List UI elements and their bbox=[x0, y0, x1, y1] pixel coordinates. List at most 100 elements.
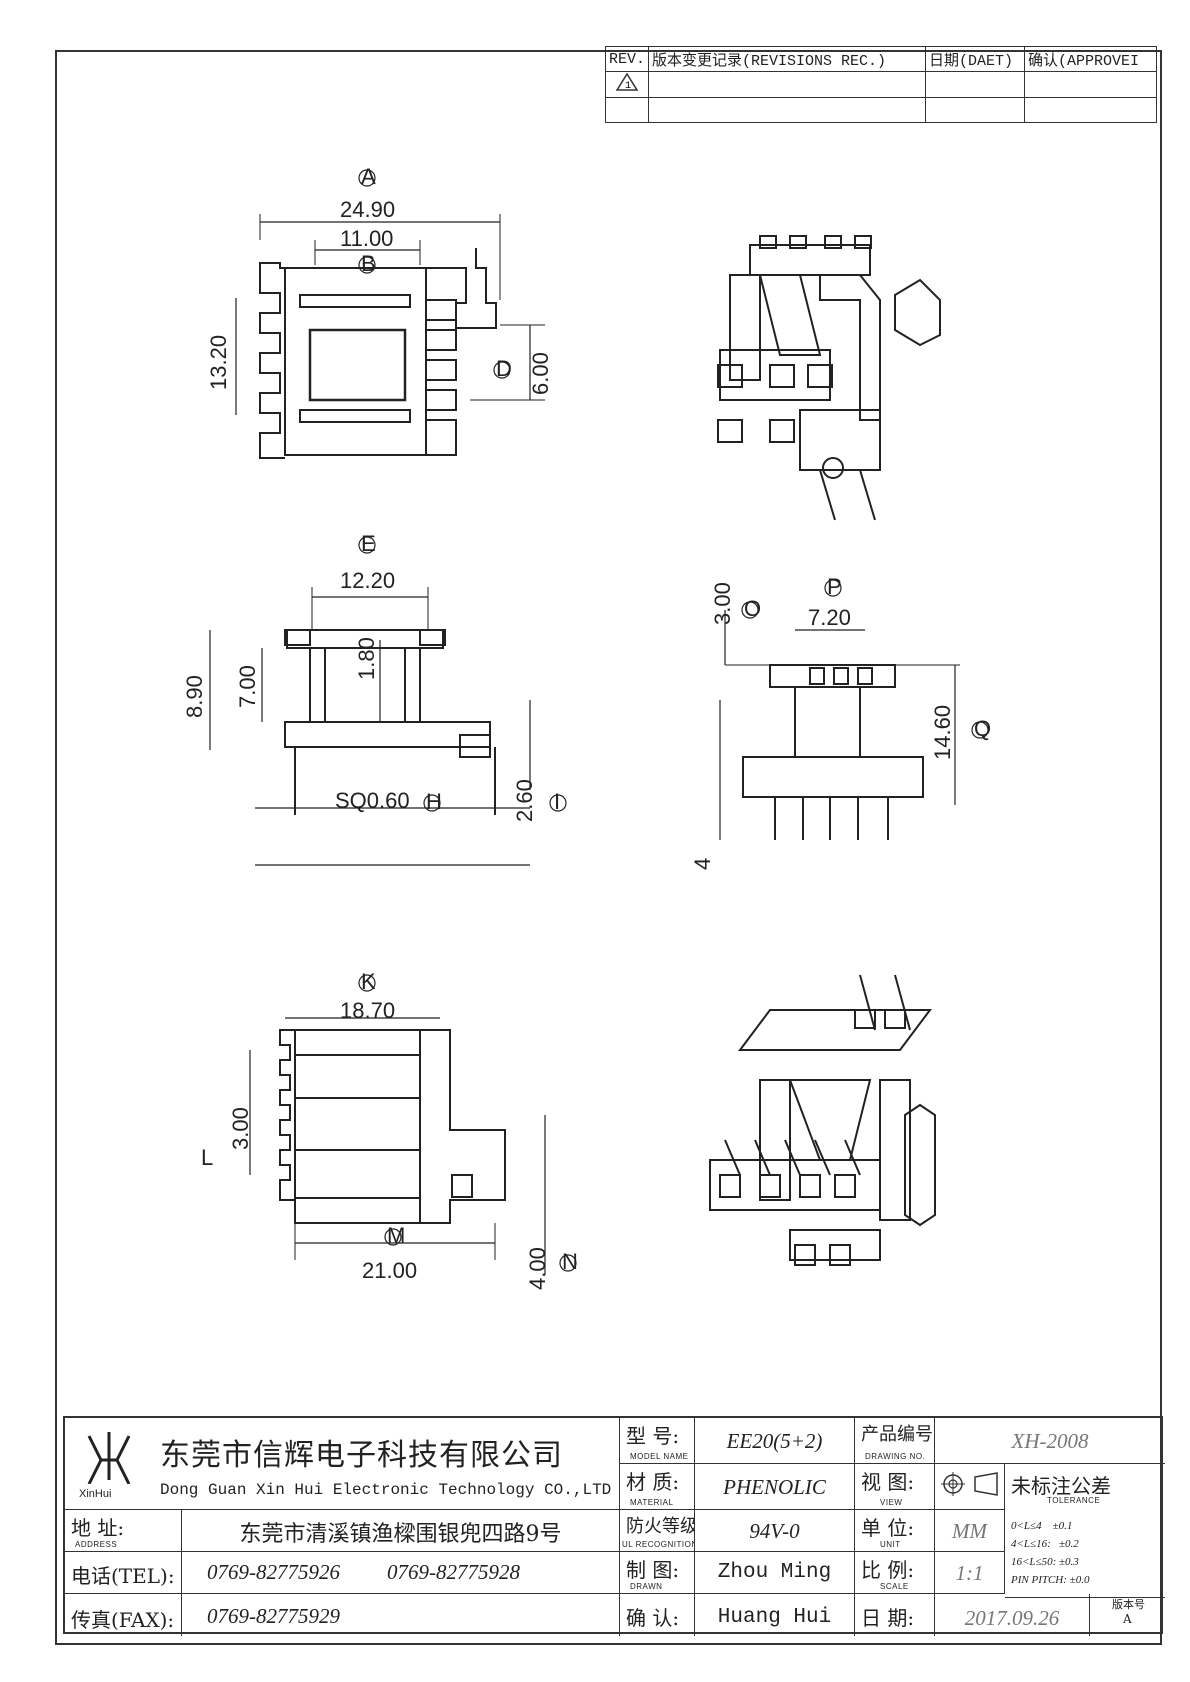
fire-value: 94V-0 bbox=[749, 1519, 800, 1543]
material-value-cell: PHENOLIC bbox=[695, 1464, 855, 1510]
model-label: 型 号: bbox=[626, 1424, 680, 1448]
drawn-sub: DRAWN bbox=[630, 1582, 663, 1591]
view-sub: VIEW bbox=[880, 1498, 903, 1507]
unit-value-cell: MM bbox=[935, 1510, 1005, 1552]
date-value: 2017.09.26 bbox=[964, 1606, 1060, 1630]
dim-f: 7.00 bbox=[235, 665, 260, 708]
tolerance-cell: 未标注公差 TOLERANCE 0<L≤4 ±0.1 4<L≤16: ±0.2 … bbox=[1005, 1464, 1165, 1598]
view-label: 视 图: bbox=[861, 1470, 915, 1494]
isometric-view-1 bbox=[717, 235, 941, 521]
fire-sub: UL RECOGNITION bbox=[622, 1540, 695, 1549]
dim-d: 6.00 bbox=[528, 352, 553, 395]
confirm-value-cell: Huang Hui bbox=[695, 1594, 855, 1636]
drawing-no-label-cell: 产品编号: DRAWING NO. bbox=[855, 1418, 935, 1464]
scale-label-cell: 比 例: SCALE bbox=[855, 1552, 935, 1594]
dim-bottom-4: 4 bbox=[690, 858, 715, 870]
address-label-cell: 地 址: ADDRESS bbox=[65, 1510, 182, 1552]
fire-label-cell: 防火等级: UL RECOGNITION bbox=[620, 1510, 695, 1552]
dim-b: 11.00 bbox=[340, 226, 393, 251]
view-symbol-cell bbox=[935, 1464, 1005, 1510]
tel-label-cell: 电话(TEL): bbox=[65, 1552, 182, 1594]
letter-n: N bbox=[562, 1249, 578, 1274]
tolerance-title: 未标注公差 bbox=[1011, 1474, 1111, 1498]
dim-c: 13.20 bbox=[206, 335, 231, 390]
address-value: 东莞市清溪镇渔樑围银兜四路9号 bbox=[239, 1522, 562, 1547]
unit-value: MM bbox=[952, 1519, 987, 1543]
dim-h: SQ0.60 bbox=[335, 788, 410, 813]
top-view bbox=[235, 169, 545, 459]
tel-value-1: 0769-82775926 bbox=[207, 1560, 340, 1584]
tel-value-cell: 0769-82775926 0769-82775928 bbox=[182, 1552, 620, 1594]
title-block: XinHui 东莞市信辉电子科技有限公司 Dong Guan Xin Hui E… bbox=[63, 1416, 1165, 1636]
dim-p: 7.20 bbox=[808, 605, 851, 630]
version-label: 版本号 bbox=[1112, 1598, 1145, 1611]
tol-row-4: PIN PITCH: ±0.0 bbox=[1011, 1574, 1090, 1586]
logo-name: XinHui bbox=[79, 1488, 112, 1500]
material-value: PHENOLIC bbox=[723, 1475, 826, 1499]
revision-table: REV. 版本变更记录(REVISIONS REC.) 日期(DAET) 确认(… bbox=[604, 46, 1158, 123]
date-label-cell: 日 期: bbox=[855, 1594, 935, 1636]
tol-row-2: 4<L≤16: ±0.2 bbox=[1011, 1538, 1079, 1550]
unit-sub: UNIT bbox=[880, 1540, 901, 1549]
dim-q: 14.60 bbox=[930, 705, 955, 760]
dim-g2: 1.80 bbox=[354, 637, 379, 680]
view-label-cell: 视 图: VIEW bbox=[855, 1464, 935, 1510]
scale-value: 1:1 bbox=[955, 1561, 984, 1585]
letter-a: A bbox=[361, 164, 376, 189]
fax-value-cell: 0769-82775929 bbox=[182, 1594, 620, 1636]
company-cell: XinHui 东莞市信辉电子科技有限公司 Dong Guan Xin Hui E… bbox=[65, 1418, 620, 1510]
dim-e: 12.20 bbox=[340, 568, 395, 593]
dim-a: 24.90 bbox=[340, 197, 395, 222]
letter-m: M bbox=[387, 1223, 405, 1248]
drawn-value-cell: Zhou Ming bbox=[695, 1552, 855, 1594]
letter-o: O bbox=[744, 596, 761, 621]
drawing-no-sub: DRAWING NO. bbox=[865, 1452, 926, 1461]
tel-label: 电话(TEL): bbox=[71, 1564, 175, 1588]
fire-value-cell: 94V-0 bbox=[695, 1510, 855, 1552]
rev-triangle-cell: 1 bbox=[604, 71, 650, 98]
xinhui-logo-icon bbox=[87, 1432, 131, 1484]
triangle-icon: 1 bbox=[615, 72, 639, 92]
material-label: 材 质: bbox=[626, 1470, 680, 1494]
letter-l: L bbox=[201, 1145, 213, 1170]
letter-b: B bbox=[361, 251, 376, 276]
front-view bbox=[209, 536, 567, 866]
dim-n: 4.00 bbox=[525, 1247, 550, 1290]
confirm-value: Huang Hui bbox=[717, 1606, 832, 1629]
scale-value-cell: 1:1 bbox=[935, 1552, 1005, 1594]
drawn-label: 制 图: bbox=[626, 1558, 680, 1582]
confirm-label-cell: 确 认: bbox=[620, 1594, 695, 1636]
fire-label: 防火等级: bbox=[626, 1516, 694, 1537]
letter-e: E bbox=[361, 531, 376, 556]
dim-g: 8.90 bbox=[182, 675, 207, 718]
dim-i: 2.60 bbox=[512, 779, 537, 822]
tel-value-2: 0769-82775928 bbox=[387, 1560, 520, 1584]
drawing-no-label: 产品编号: bbox=[861, 1424, 935, 1445]
material-label-cell: 材 质: MATERIAL bbox=[620, 1464, 695, 1510]
dim-k: 18.70 bbox=[340, 998, 395, 1023]
dim-l: 3.00 bbox=[228, 1107, 253, 1150]
version-value: A bbox=[1123, 1612, 1132, 1626]
rev-number: 1 bbox=[625, 81, 631, 92]
address-value-cell: 东莞市清溪镇渔樑围银兜四路9号 bbox=[182, 1510, 620, 1552]
confirm-label: 确 认: bbox=[626, 1606, 680, 1630]
technical-drawing: 24.90 11.00 13.20 6.00 A B D bbox=[182, 164, 991, 1290]
letter-q: Q bbox=[974, 716, 991, 741]
side-view bbox=[719, 579, 989, 840]
model-sub: MODEL NAME bbox=[630, 1452, 689, 1461]
model-value: EE20(5+2) bbox=[726, 1429, 823, 1453]
material-sub: MATERIAL bbox=[630, 1498, 674, 1507]
model-value-cell: EE20(5+2) bbox=[695, 1418, 855, 1464]
model-label-cell: 型 号: MODEL NAME bbox=[620, 1418, 695, 1464]
date-value-cell: 2017.09.26 bbox=[935, 1594, 1090, 1636]
letter-i: I bbox=[554, 789, 560, 814]
version-cell: 版本号 A bbox=[1090, 1594, 1165, 1636]
fax-label: 传真(FAX): bbox=[71, 1608, 175, 1632]
address-sub: ADDRESS bbox=[75, 1540, 118, 1549]
fax-value: 0769-82775929 bbox=[207, 1604, 340, 1628]
tolerance-sub: TOLERANCE bbox=[1047, 1496, 1101, 1505]
company-name-en: Dong Guan Xin Hui Electronic Technology … bbox=[160, 1481, 612, 1499]
isometric-view-2 bbox=[709, 974, 936, 1266]
tol-row-1: 0<L≤4 ±0.1 bbox=[1011, 1520, 1073, 1532]
unit-label: 单 位: bbox=[861, 1516, 915, 1540]
